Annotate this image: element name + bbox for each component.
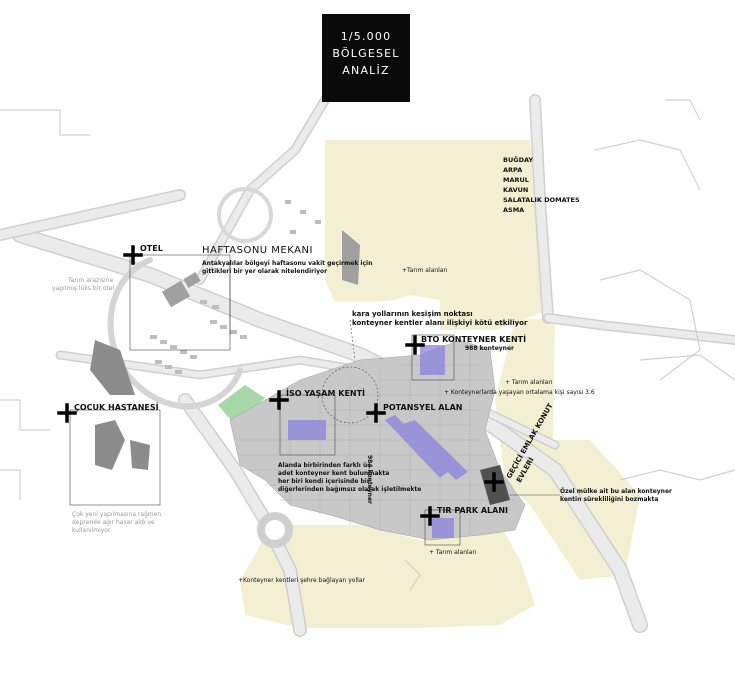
note-kara-1: kara yollarının kesişim noktası (352, 310, 473, 318)
note-haftasonu-2: gittikleri bir yer olarak nitelendiriyor (202, 268, 328, 275)
crop-item: MARUL (503, 176, 529, 184)
label-tir: TIR PARK ALANI (437, 506, 508, 515)
note-ozel-1: Özel mülke ait bu alan konteyner (560, 488, 672, 495)
highlight-potansiyel-1 (385, 415, 450, 478)
highlight-bto (420, 345, 445, 375)
note-ozel-2: kentin sürekliliğini bozmakta (560, 496, 659, 503)
note-otel-1: Tarım arazisine (68, 277, 114, 284)
crop-list: BUĞDAY ARPA MARUL KAVUN SALATALIK DOMATE… (503, 155, 580, 215)
note-haftasonu-1: Antakyalılar bölgeyi haftasonu vakit geç… (202, 260, 373, 267)
loop-road (107, 257, 243, 410)
farmland-north (325, 140, 548, 330)
terrain-outlines (0, 99, 735, 591)
marker-otel (123, 245, 143, 265)
crop-item: ASMA (503, 206, 525, 214)
note-cocuk-2: depremle ağır hasar aldı ve (72, 519, 155, 526)
note-alanda-2: adet konteyner kent bulunmakta (278, 470, 390, 477)
note-alanda-4: diğerlerinden bağımsız olarak işletilmek… (278, 486, 422, 493)
label-cocuk: ÇOCUK HASTANESİ (74, 403, 159, 412)
label-potansiyel: POTANSYEL ALAN (383, 403, 463, 412)
label-tarim-3: + Tarım alanları (429, 549, 477, 556)
label-bto-count: 988 konteyner (465, 345, 514, 352)
note-alanda-1: Alanda birbirinden farklı üç (278, 462, 371, 469)
label-ortalama: + Konteynerlarda yaşayan ortalama kişi s… (444, 389, 595, 396)
note-otel-2: yapılmış lüks bir otel (52, 285, 115, 292)
green-park (218, 385, 265, 425)
label-count-984: 984 konteyner (366, 455, 373, 504)
marker-potansiyel (366, 403, 386, 423)
note-cocuk-3: kullanılmıyor (72, 527, 111, 534)
location-markers (57, 245, 504, 526)
crop-item: SALATALIK DOMATES (503, 196, 580, 204)
marker-tir (420, 506, 440, 526)
label-iso: İSO YAŞAM KENTİ (286, 389, 366, 398)
marker-iso (269, 390, 289, 410)
highlight-potansiyel-2 (400, 420, 468, 480)
label-otel: OTEL (140, 244, 163, 253)
highlight-iso (288, 420, 326, 440)
marker-bto (405, 335, 425, 355)
highlight-areas (288, 345, 468, 538)
note-cocuk-1: Çok yeni yapılmasına rağmen (72, 511, 162, 518)
crop-item: ARPA (503, 166, 523, 174)
roundabout (257, 512, 293, 548)
label-tarim-2: + Tarım alanları (505, 379, 553, 386)
buildings (90, 230, 360, 470)
farmland-east (495, 318, 640, 580)
highlight-tir (432, 518, 454, 538)
crop-item: BUĞDAY (503, 156, 534, 164)
crop-item: KAVUN (503, 186, 529, 194)
callout-frames (69, 254, 560, 546)
marker-cocuk (57, 403, 77, 423)
roads (0, 94, 735, 637)
title-line2: BÖLGESEL (332, 47, 400, 60)
marker-emlak (484, 472, 504, 492)
farmland-south (240, 525, 535, 628)
title-scale: 1/5.000 (340, 30, 392, 43)
farmland-areas (240, 140, 640, 628)
note-kara-2: konteyner kentler alanı ilişkiyi kötü et… (352, 319, 528, 327)
label-tarim-1: +Tarım alanları (402, 267, 448, 274)
note-alanda-3: her biri kendi içerisinde bir (278, 478, 370, 485)
label-bto: BTO KONTEYNER KENTİ (421, 335, 527, 344)
label-haftasonu: HAFTASONU MEKANI (202, 245, 313, 256)
residential-blocks (150, 200, 321, 374)
map-title-box: 1/5.000 BÖLGESEL ANALİZ (322, 14, 410, 102)
label-konteyner-yol: +Konteyner kentleri şehre bağlayan yolla… (238, 577, 365, 584)
container-grid (240, 345, 515, 538)
title-line3: ANALİZ (342, 64, 390, 77)
